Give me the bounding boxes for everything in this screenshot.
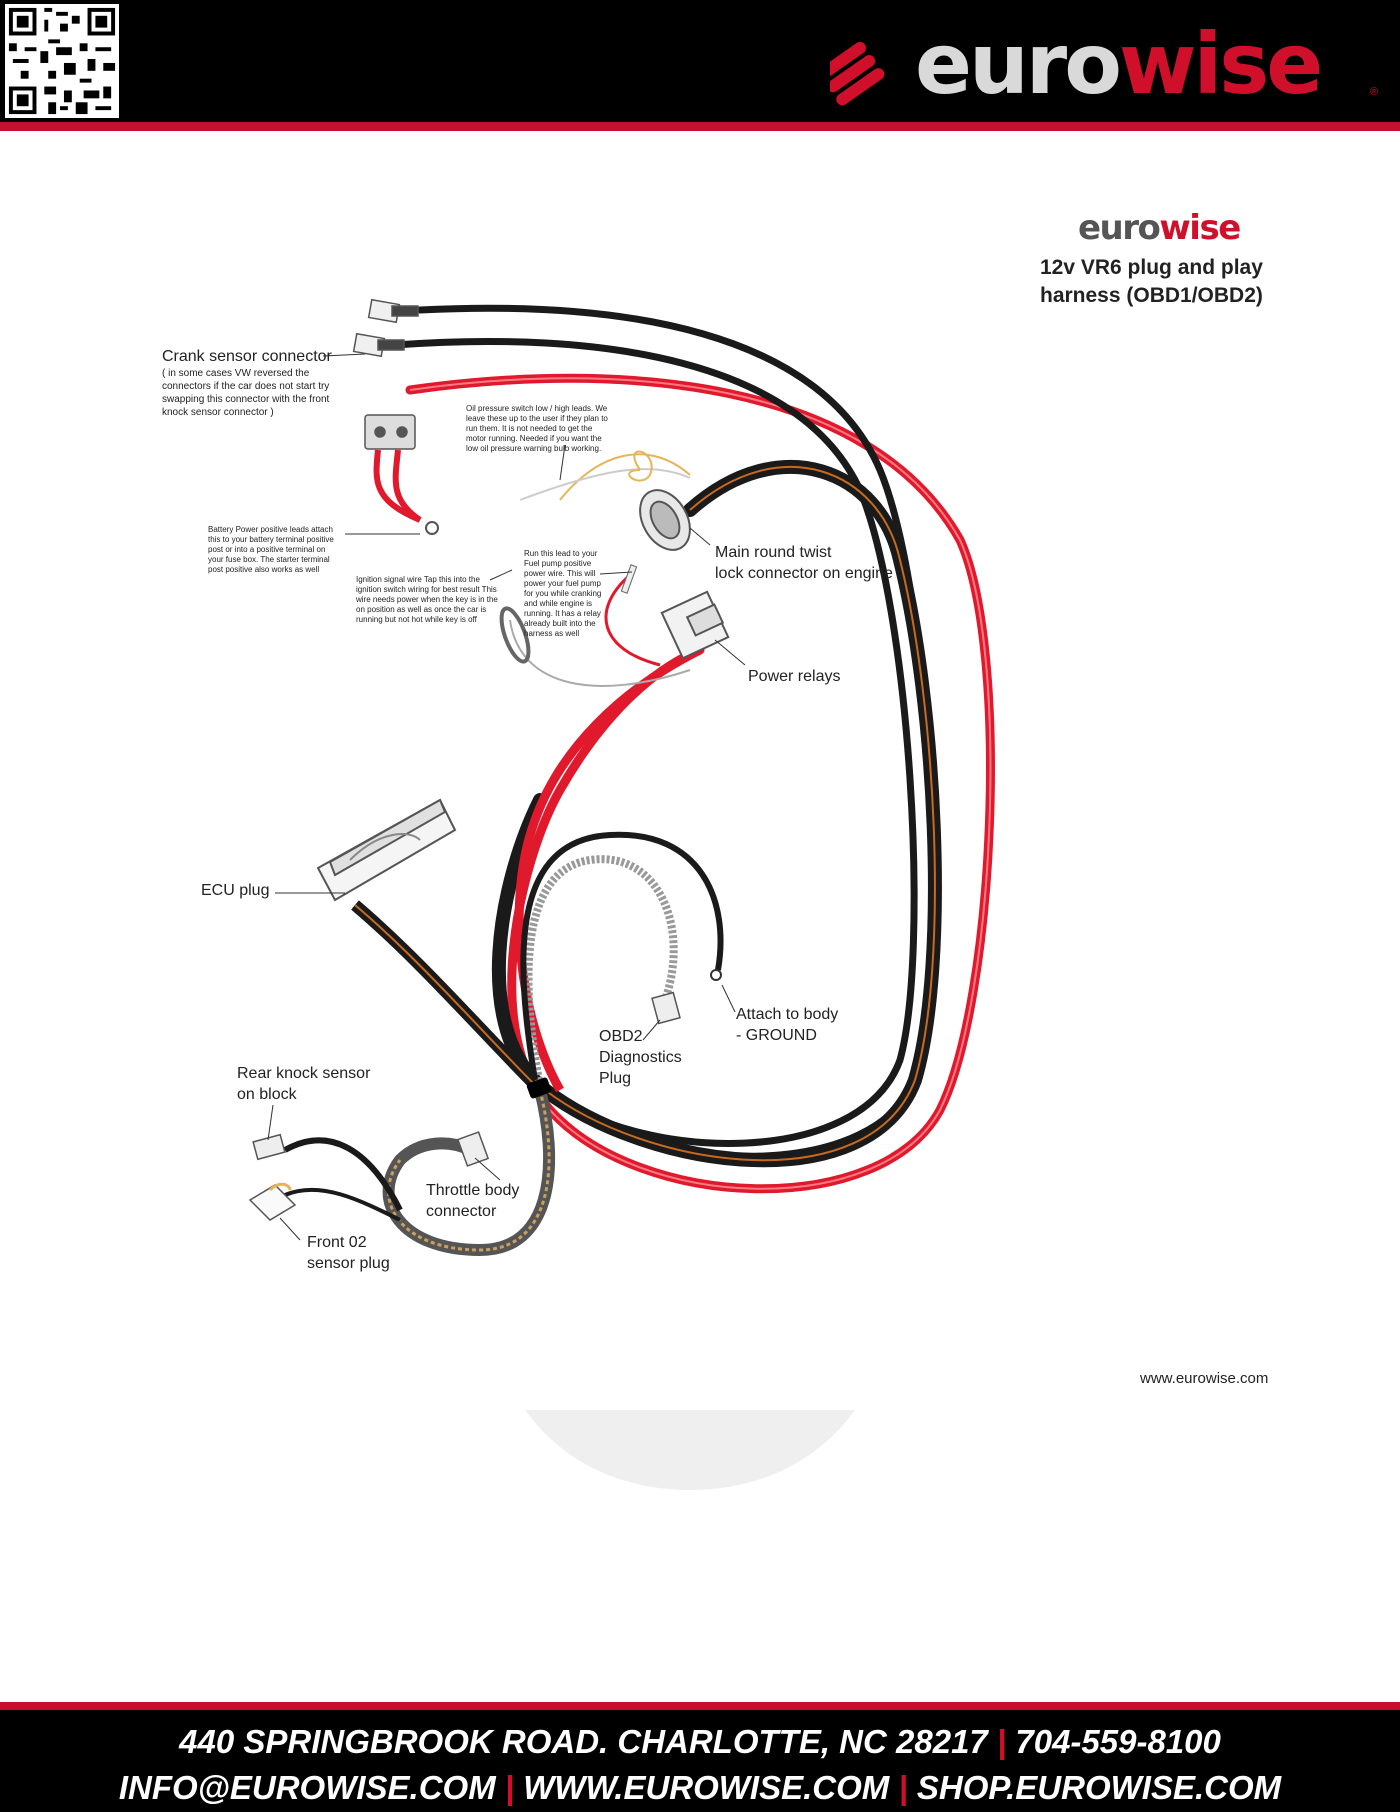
brand-wise: wise	[1118, 15, 1323, 113]
fuel-pump-note: Run this lead to your Fuel pump positive…	[524, 549, 602, 638]
ignition-lead	[509, 619, 691, 687]
eurowise-logo-icon	[830, 41, 885, 106]
main-round-connector	[639, 489, 691, 551]
ground-label: Attach to body - GROUND	[736, 1006, 839, 1044]
black-sensor-wire-2	[391, 338, 918, 1147]
crank-sensor-note: ( in some cases VW reversed the connecto…	[162, 368, 330, 418]
brand-euro: euro	[915, 15, 1122, 113]
obd2-connector	[651, 991, 681, 1025]
diagram-title: 12v VR6 plug and play harness (OBD1/OBD2…	[1040, 254, 1270, 310]
throttle-connector	[456, 1131, 490, 1167]
brand-wordmark: eurowise	[915, 14, 1323, 114]
registered-mark: ®	[1370, 86, 1379, 98]
title-line-2: harness (OBD1/OBD2)	[1040, 284, 1263, 307]
obd2-braided-wire	[524, 855, 678, 1086]
footer-address-line: 440 SPRINGBROOK ROAD. CHARLOTTE, NC 2821…	[0, 1722, 1400, 1762]
watermark-arc	[525, 1410, 855, 1490]
front-o2-connector	[248, 1182, 297, 1221]
qr-code-icon	[5, 4, 119, 118]
footer-contact-line: INFO@EUROWISE.COM | WWW.EUROWISE.COM | S…	[0, 1768, 1400, 1808]
crank-sensor-label: Crank sensor connector	[162, 348, 332, 365]
ecu-plug-label: ECU plug	[201, 882, 270, 899]
footer-shop[interactable]: SHOP.EUROWISE.COM	[916, 1769, 1282, 1806]
obd2-label: OBD2 Diagnostics Plug	[599, 1028, 682, 1087]
battery-power-note: Battery Power positive leads attach this…	[208, 525, 334, 574]
footer-separator: |	[898, 1769, 908, 1806]
website-link[interactable]: www.eurowise.com	[1140, 1370, 1269, 1387]
power-relays-label: Power relays	[748, 668, 841, 685]
harness-diagram	[248, 298, 995, 1257]
footer-phone[interactable]: 704-559-8100	[1015, 1723, 1221, 1760]
footer-email[interactable]: INFO@EUROWISE.COM	[118, 1769, 496, 1806]
oil-pressure-note: Oil pressure switch low / high leads. We…	[466, 404, 608, 453]
ground-wire	[520, 831, 724, 1081]
main-round-connector-label: Main round twist lock connector on engin…	[715, 544, 893, 582]
throttle-body-label: Throttle body connector	[426, 1182, 520, 1220]
small-brand-wise: wise	[1159, 208, 1241, 248]
throttle-loom	[382, 1088, 556, 1257]
title-line-1: 12v VR6 plug and play	[1040, 256, 1263, 279]
footer-web[interactable]: WWW.EUROWISE.COM	[523, 1769, 890, 1806]
ecu-plug-housing	[316, 798, 457, 902]
footer-separator: |	[504, 1769, 515, 1806]
crank-connectors	[352, 298, 419, 358]
footer-separator: |	[996, 1723, 1007, 1760]
rear-knock-connector	[252, 1133, 286, 1161]
small-brand-euro: euro	[1078, 208, 1161, 248]
footer-address: 440 SPRINGBROOK ROAD. CHARLOTTE, NC 2821…	[179, 1723, 988, 1760]
page-header	[0, 0, 1400, 122]
rear-knock-label: Rear knock sensor on block	[237, 1065, 371, 1103]
brand-wordmark-small: eurowise	[1078, 208, 1241, 248]
o2-wire	[284, 1187, 401, 1222]
power-relays-box	[660, 590, 730, 660]
fuel-pump-lead	[604, 573, 661, 667]
page-footer	[0, 1702, 1400, 1812]
header-stripe	[0, 122, 1400, 131]
footer-stripe	[0, 1702, 1400, 1710]
front-o2-label: Front 02 sensor plug	[307, 1234, 390, 1272]
rear-knock-wire	[283, 1137, 403, 1212]
oil-pressure-connector	[364, 414, 439, 535]
ignition-signal-note: Ignition signal wire Tap this into the i…	[356, 575, 498, 624]
